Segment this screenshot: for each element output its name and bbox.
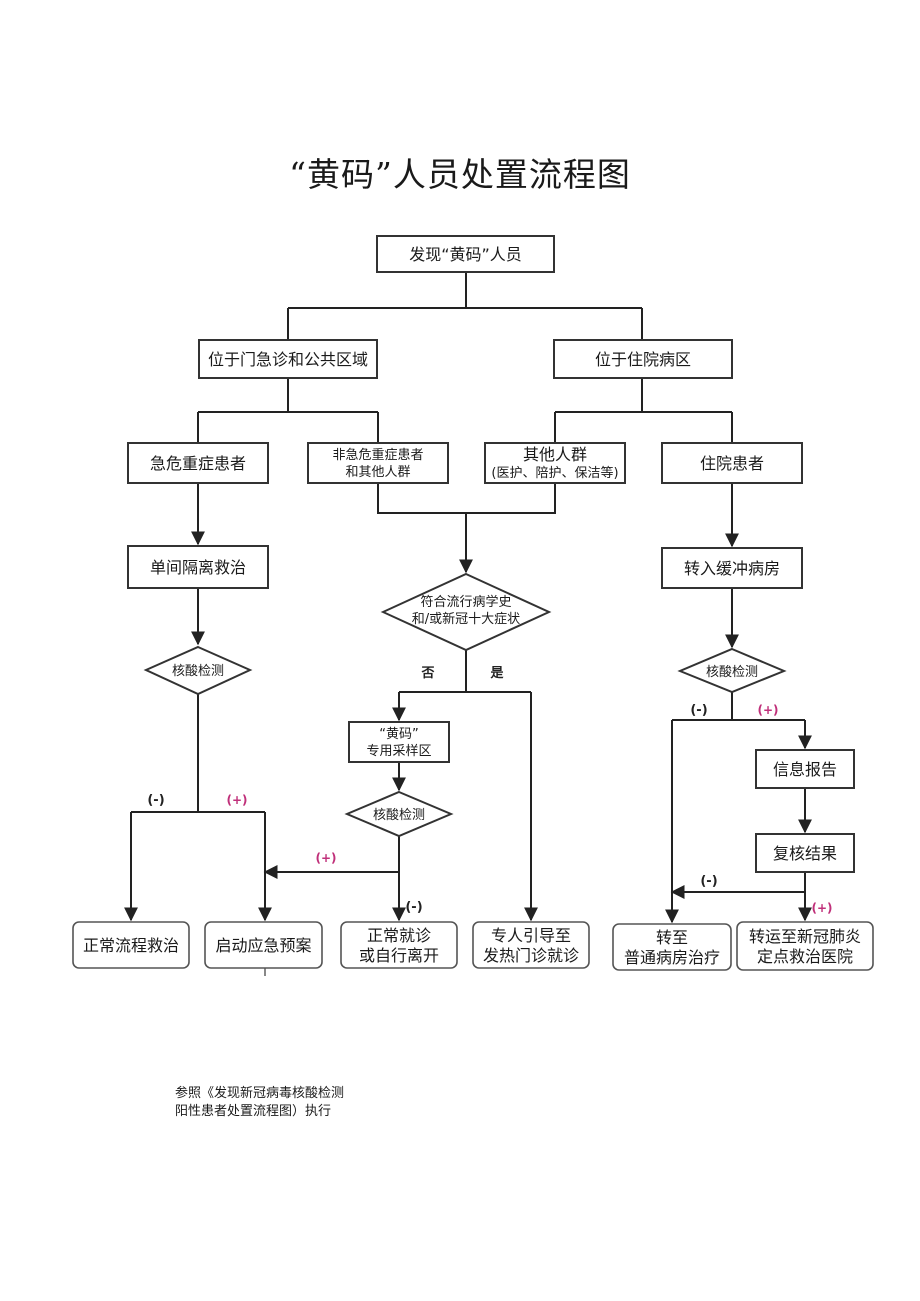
svg-text:转入缓冲病房: 转入缓冲病房 — [684, 559, 780, 578]
node-critical: 急危重症患者 — [127, 442, 269, 484]
svg-text:和/或新冠十大症状: 和/或新冠十大症状 — [412, 611, 520, 627]
footnote-line-2: 阳性患者处置流程图）执行 — [175, 1104, 332, 1119]
svg-text:专用采样区: 专用采样区 — [366, 744, 431, 759]
svg-text:转运至新冠肺炎: 转运至新冠肺炎 — [749, 927, 861, 946]
node-criteria: 符合流行病学史 和/或新冠十大症状 — [380, 572, 552, 652]
svg-text:复核结果: 复核结果 — [773, 844, 837, 863]
label-neg-mid: (-) — [405, 900, 422, 915]
svg-text:核酸检测: 核酸检测 — [172, 664, 224, 679]
label-pos-right: (+) — [757, 703, 778, 717]
svg-text:非急危重症患者: 非急危重症患者 — [332, 447, 423, 463]
node-inpatient-area: 位于住院病区 — [553, 339, 733, 379]
label-neg-left: (-) — [147, 793, 164, 808]
node-start: 发现“黄码”人员 — [376, 235, 555, 273]
label-yes: 是 — [489, 666, 504, 681]
svg-text:急危重症患者: 急危重症患者 — [150, 454, 246, 473]
node-designated-hospital: 转运至新冠肺炎 定点救治医院 — [736, 921, 874, 971]
svg-text:其他人群: 其他人群 — [523, 445, 587, 464]
node-emergency-plan: 启动应急预案 — [204, 921, 323, 969]
svg-text:或自行离开: 或自行离开 — [359, 946, 439, 965]
node-general-ward: 转至 普通病房治疗 — [612, 923, 732, 971]
svg-text:符合流行病学史: 符合流行病学史 — [420, 594, 511, 610]
node-test-left: 核酸检测 — [143, 645, 253, 696]
svg-text:正常流程救治: 正常流程救治 — [83, 936, 179, 955]
node-noncritical: 非急危重症患者 和其他人群 — [307, 442, 449, 484]
svg-text:位于门急诊和公共区域: 位于门急诊和公共区域 — [208, 350, 368, 369]
footnote-line-1: 参照《发现新冠病毒核酸检测 — [175, 1086, 345, 1101]
svg-text:单间隔离救治: 单间隔离救治 — [150, 558, 246, 577]
node-normal-visit: 正常就诊 或自行离开 — [340, 921, 458, 969]
node-others: 其他人群 (医护、陪护、保洁等) — [484, 442, 626, 484]
label-neg-recheck: (-) — [700, 874, 717, 889]
connectors — [124, 272, 812, 976]
svg-text:发现“黄码”人员: 发现“黄码”人员 — [409, 245, 522, 264]
node-outpatient: 位于门急诊和公共区域 — [198, 339, 378, 379]
node-recheck: 复核结果 — [755, 833, 855, 873]
svg-text:正常就诊: 正常就诊 — [367, 926, 431, 945]
svg-text:普通病房治疗: 普通病房治疗 — [624, 948, 720, 967]
node-normal-treatment: 正常流程救治 — [72, 921, 190, 969]
node-sampling: “黄码” 专用采样区 — [348, 721, 450, 763]
label-pos-recheck: (+) — [811, 901, 832, 915]
svg-text:住院患者: 住院患者 — [700, 454, 764, 473]
label-no: 否 — [420, 666, 434, 681]
node-buffer-ward: 转入缓冲病房 — [661, 547, 803, 589]
svg-text:专人引导至: 专人引导至 — [491, 926, 571, 945]
node-test-right: 核酸检测 — [677, 647, 787, 694]
node-inpatient: 住院患者 — [661, 442, 803, 484]
svg-text:启动应急预案: 启动应急预案 — [215, 936, 311, 955]
svg-text:发热门诊就诊: 发热门诊就诊 — [483, 946, 579, 965]
label-pos-left: (+) — [226, 793, 247, 807]
label-neg-right: (-) — [690, 703, 707, 718]
svg-text:核酸检测: 核酸检测 — [706, 665, 758, 680]
node-test-mid: 核酸检测 — [344, 790, 454, 838]
svg-text:转至: 转至 — [656, 928, 688, 947]
node-single-isolation: 单间隔离救治 — [127, 545, 269, 589]
label-pos-mid: (+) — [315, 851, 336, 865]
branch-labels: 否 是 (-) (+) (+) (-) (-) (+) (-) (+) — [147, 666, 832, 915]
svg-text:位于住院病区: 位于住院病区 — [595, 350, 691, 369]
page-title: “黄码”人员处置流程图 — [289, 155, 631, 194]
svg-text:定点救治医院: 定点救治医院 — [757, 947, 853, 966]
node-info-report: 信息报告 — [755, 749, 855, 789]
footnote: 参照《发现新冠病毒核酸检测 阳性患者处置流程图）执行 — [175, 1085, 344, 1121]
svg-text:(医护、陪护、保洁等): (医护、陪护、保洁等) — [491, 465, 618, 481]
svg-text:和其他人群: 和其他人群 — [345, 465, 410, 480]
svg-text:“黄码”: “黄码” — [379, 727, 418, 742]
node-fever-clinic: 专人引导至 发热门诊就诊 — [472, 921, 590, 969]
svg-text:信息报告: 信息报告 — [773, 760, 837, 779]
svg-text:核酸检测: 核酸检测 — [373, 808, 425, 823]
